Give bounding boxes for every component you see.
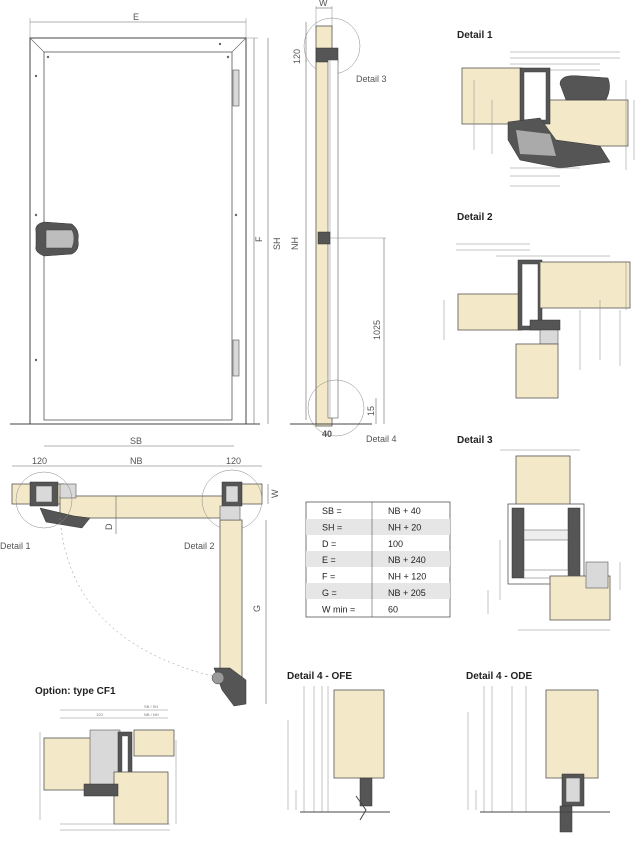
option-cf1-drawing: Option: type CF1 SB / SH NB / NH 120 (35, 686, 177, 831)
handle-section (317, 231, 331, 245)
cf1-sb-sh-label: SB / SH (144, 704, 158, 709)
table-value-cell: 60 (388, 604, 398, 614)
table-value-cell: NB + 205 (388, 588, 426, 598)
hinge-top (232, 69, 240, 107)
side-section: W Detail 3 120 NH 1025 15 Detail 4 40 (290, 0, 397, 444)
table-key-cell: D = (322, 539, 336, 549)
dim-120-right-label: 120 (226, 456, 241, 466)
detail4-ofe-title: Detail 4 - OFE (287, 671, 352, 682)
table-key-cell: E = (322, 555, 336, 565)
detail2-title: Detail 2 (457, 212, 493, 223)
cf1-120-label: 120 (96, 712, 103, 717)
table-value-cell: NH + 20 (388, 522, 421, 532)
dim-f-label: F (254, 236, 264, 242)
top-frame-profile (315, 47, 339, 63)
dim-nb-label: NB (130, 456, 143, 466)
table-value-cell: NH + 120 (388, 572, 426, 582)
door-swing-arc (59, 517, 213, 677)
detail4-ofe-drawing: Detail 4 - OFE (287, 671, 390, 821)
table-rows: SB = NB + 40 SH = NH + 20 D = 100 E = NB + 240F… (322, 506, 426, 614)
detail1-title: Detail 1 (457, 30, 493, 41)
table-key-cell: F = (322, 572, 335, 582)
detail2-callout-label: Detail 2 (184, 541, 215, 551)
formula-table: SB = NB + 40 SH = NH + 20 D = 100 E = NB + 240F… (305, 501, 451, 618)
dim-120-label: 120 (292, 49, 302, 64)
door-leaf-open (219, 519, 243, 681)
option-cf1-title: Option: type CF1 (35, 686, 116, 697)
cf1-nb-nh-label: NB / NH (144, 712, 159, 717)
dim-sh-label: SH (272, 237, 282, 250)
detail1-drawing: Detail 1 (457, 30, 635, 187)
detail4-ode-title: Detail 4 - ODE (466, 671, 532, 682)
table-value-cell: 100 (388, 539, 403, 549)
plan-view: SB NB 120 120 Detail 1 Detail 2 W D G (0, 436, 280, 707)
detail4-ode-drawing: Detail 4 - ODE (466, 671, 610, 833)
table-key-cell: SH = (322, 522, 342, 532)
table-value-cell: NB + 240 (388, 555, 426, 565)
dim-g-label: G (252, 605, 262, 612)
table-key-cell: G = (322, 588, 337, 598)
dim-40-label: 40 (322, 429, 332, 439)
dim-sb-label: SB (130, 436, 142, 446)
dim-e-label: E (133, 12, 139, 22)
dim-w-label: W (319, 0, 328, 8)
detail4-callout-circle (307, 379, 365, 437)
detail1-callout-circle (15, 471, 73, 529)
dim-w-plan-label: W (270, 489, 280, 498)
table-value-cell: NB + 40 (388, 506, 421, 516)
detail3-drawing: Detail 3 (457, 435, 621, 631)
dim-nh-label: NH (290, 237, 300, 250)
detail1-callout-label: Detail 1 (0, 541, 31, 551)
detail3-title: Detail 3 (457, 435, 493, 446)
table-key-cell: W min = (322, 604, 355, 614)
hinge-bottom (232, 339, 240, 377)
dim-120-left-label: 120 (32, 456, 47, 466)
dim-1025-label: 1025 (372, 320, 382, 340)
table-key-cell: SB = (322, 506, 342, 516)
detail3-callout-label: Detail 3 (356, 74, 387, 84)
front-view: E F SH (10, 12, 282, 425)
detail4-callout-label: Detail 4 (366, 434, 397, 444)
dim-d-label: D (104, 523, 114, 530)
dim-15-label: 15 (366, 406, 376, 416)
detail2-drawing: Detail 2 (443, 212, 631, 399)
